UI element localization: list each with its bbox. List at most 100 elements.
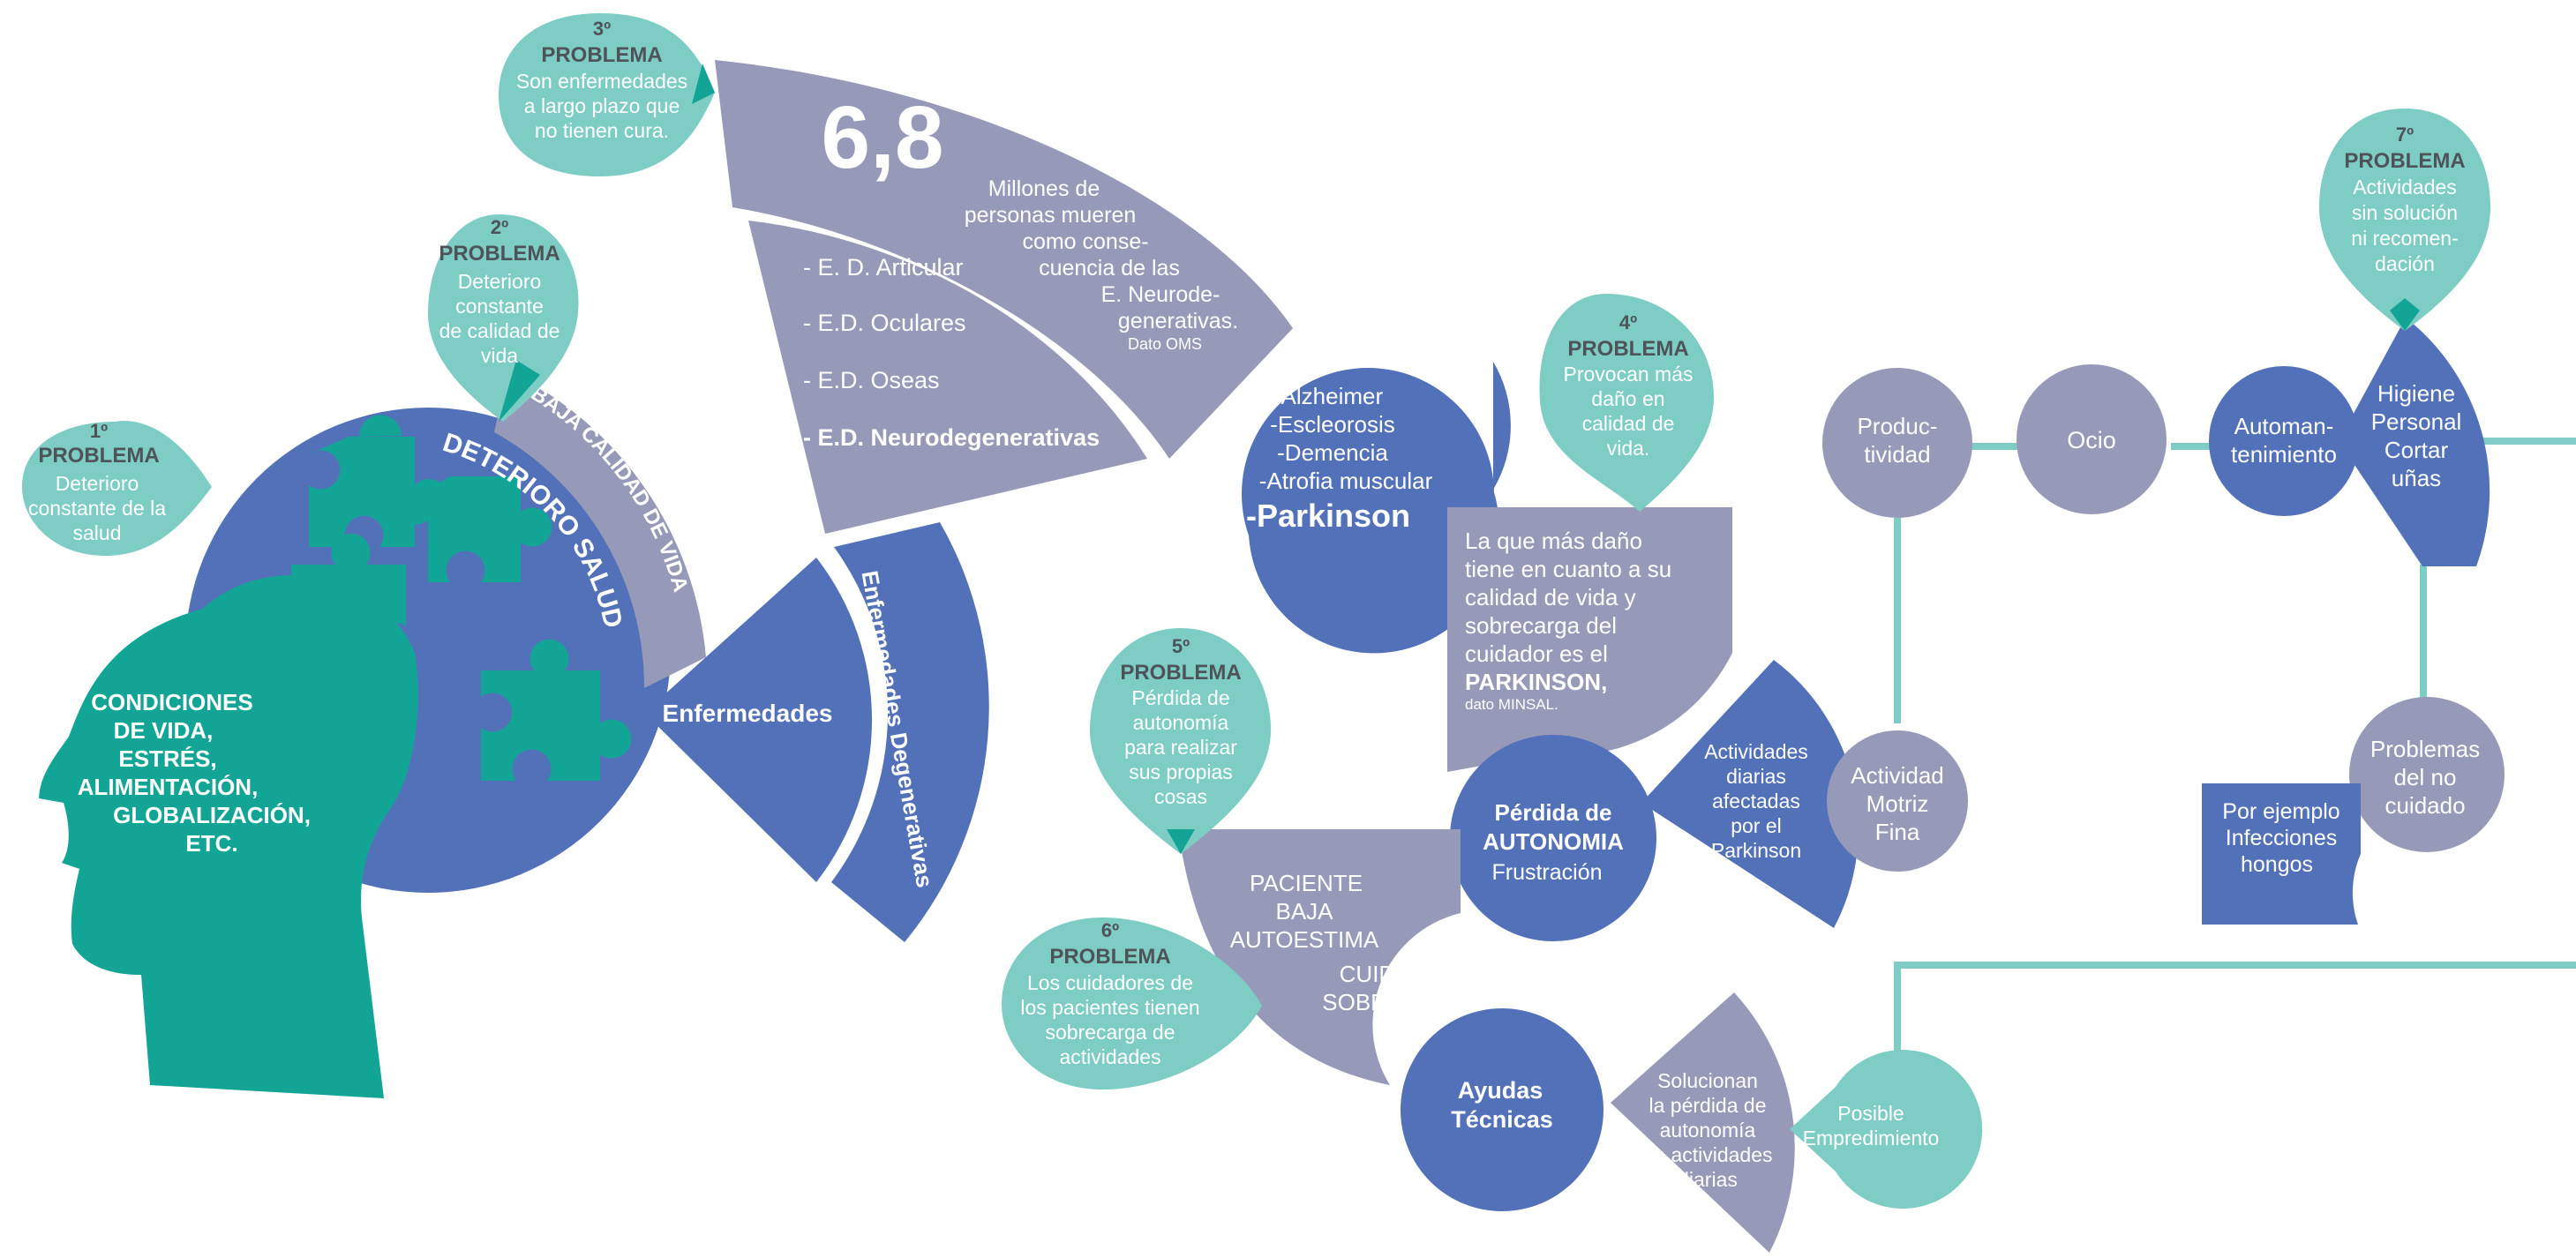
conditions-line: DE VIDA,: [114, 717, 214, 744]
higiene-wedge: [2339, 318, 2490, 566]
ejemplo-line: Infecciones: [2226, 826, 2337, 850]
problem-line: Provocan más: [1563, 363, 1693, 386]
problem-bubble-7: 7º PROBLEMA Actividades sin solución ni …: [2319, 109, 2490, 331]
actividades-line: diarias: [1726, 765, 1786, 788]
perdida-sub: Frustración: [1491, 860, 1602, 885]
problem-line: para realizar: [1124, 736, 1237, 759]
problem-title: PROBLEMA: [38, 444, 159, 468]
stat-source: Dato OMS: [1128, 335, 1202, 353]
stat-line: Millones de: [988, 176, 1100, 201]
problem-line: Deterioro: [56, 472, 139, 495]
problem-number: 4º: [1619, 311, 1637, 333]
problem-number: 6º: [1101, 919, 1119, 941]
parkinson-note-text: La que más daño tiene en cuanto a su cal…: [1465, 528, 1671, 713]
problem-title: PROBLEMA: [2344, 149, 2465, 173]
automantenimiento-text: Automan- tenimiento: [2231, 413, 2337, 468]
ayudas-line: Técnicas: [1451, 1106, 1553, 1133]
conditions-line: CONDICIONES: [91, 689, 252, 715]
automantenimiento-line: Automan-: [2234, 413, 2334, 439]
problem-line: sobrecarga de: [1045, 1021, 1175, 1044]
stat-line: personas mueren: [965, 203, 1137, 228]
conditions-line: GLOBALIZACIÓN,: [113, 802, 311, 828]
problem-line: Actividades: [2353, 176, 2457, 198]
neuro-item: -Demencia: [1277, 439, 1388, 466]
problem-bubble-3: 3º PROBLEMA Son enfermedades a largo pla…: [499, 13, 715, 176]
problem-number: 3º: [593, 18, 611, 40]
ejemplo-line: hongos: [2241, 852, 2313, 877]
ayudas-tecnicas-text: Ayudas Técnicas: [1451, 1077, 1553, 1133]
parkinson-note-source: dato MINSAL.: [1465, 696, 1558, 713]
problem-bubble-5: 5º PROBLEMA Pérdida de autonomía para re…: [1090, 628, 1271, 854]
paciente-line: AUTOESTIMA: [1230, 926, 1379, 953]
problem-title: PROBLEMA: [1049, 945, 1170, 969]
conditions-line: ALIMENTACIÓN,: [78, 774, 259, 800]
puzzle-pieces: [265, 415, 632, 781]
problem-line: Son enfermedades: [516, 70, 687, 93]
actividad-motriz-line: Fina: [1875, 819, 1920, 845]
actividades-diarias-wedge: [1641, 660, 1859, 928]
paciente-card: [1178, 829, 1461, 1085]
actividades-diarias-text: Actividades diarias afectadas por el Par…: [1704, 740, 1808, 862]
conditions-text: CONDICIONES DE VIDA, ESTRÉS, ALIMENTACIÓ…: [78, 689, 311, 857]
problem-bubble-1: 1º PROBLEMA Deterioro constante de la sa…: [22, 420, 212, 556]
problem-line: los pacientes tienen: [1020, 996, 1199, 1019]
automantenimiento-circle: [2209, 366, 2359, 516]
problem-title: PROBLEMA: [439, 242, 560, 266]
paciente-line: BAJA: [1275, 898, 1333, 925]
parkinson-note-line: sobrecarga del: [1465, 612, 1617, 639]
problemas-no-cuidado-text: Problemas del no cuidado: [2370, 736, 2480, 819]
problem-bubble-shape: [1539, 294, 1714, 512]
neuro-circle-fill: [1242, 368, 1494, 620]
perdida-autonomia-circle: [1450, 735, 1656, 941]
parkinson-label: -Parkinson: [1246, 498, 1410, 534]
disease-type-item: - E.D. Oculares: [803, 310, 966, 336]
higiene-line: Personal: [2371, 408, 2462, 435]
neuro-item: -Escleorosis: [1270, 411, 1395, 438]
problem-pointer: [2390, 298, 2420, 331]
problemas-no-cuidado-line: Problemas: [2370, 736, 2480, 762]
problem-line: no tienen cura.: [535, 119, 669, 142]
problem-bubble-shape: [499, 13, 715, 176]
ocio-circle: [2016, 364, 2167, 514]
stat-line: cuencia de las: [1039, 256, 1180, 281]
solucionan-line: la pérdida de: [1649, 1094, 1767, 1117]
problem-pointer: [692, 64, 715, 104]
productividad-line: Produc-: [1857, 413, 1937, 439]
problem-line: calidad de: [1582, 412, 1675, 435]
problem-line: vida: [481, 344, 518, 367]
cuidador-line: SOBRECARGA: [1322, 989, 1484, 1015]
problem-line: a largo plazo que: [524, 94, 680, 117]
ayudas-line: Ayudas: [1458, 1077, 1543, 1104]
solucionan-line: diarias: [1678, 1168, 1738, 1191]
ejemplo-line: Por ejemplo: [2222, 799, 2339, 824]
parkinson-note-highlight: PARKINSON,: [1465, 669, 1607, 695]
problem-bubble-6: 6º PROBLEMA Los cuidadores de los pacien…: [1002, 917, 1262, 1090]
neuro-item: -Atrofia muscular: [1259, 468, 1433, 494]
actividades-line: Actividades: [1704, 740, 1808, 763]
stat-line: generativas.: [1118, 309, 1238, 333]
problem-number: 2º: [491, 216, 508, 238]
problem-line: sin solución: [2352, 201, 2458, 224]
automantenimiento-line: tenimiento: [2231, 441, 2337, 468]
problem-bubble-shape: [1002, 917, 1262, 1090]
problem-line: cosas: [1154, 785, 1207, 808]
parkinson-note-line: cuidador es el: [1465, 640, 1608, 667]
neuro-list: -Alzheimer -Escleorosis -Demencia -Atrof…: [1246, 383, 1433, 534]
baja-calidad-band: [494, 371, 706, 688]
problem-line: constante de la: [28, 497, 166, 520]
disease-type-item: - E.D. Oseas: [803, 367, 940, 393]
solucionan-wedge: [1611, 992, 1795, 1253]
problem-bubble-shape: [428, 214, 579, 422]
emprendimiento-text: Posible Empredimiento: [1803, 1102, 1940, 1149]
solucionan-line: Solucionan: [1657, 1069, 1758, 1092]
productividad-text: Produc- tividad: [1857, 413, 1937, 468]
problem-title: PROBLEMA: [1567, 337, 1688, 361]
problem-pointer: [499, 360, 540, 422]
ocio-label: Ocio: [2067, 427, 2116, 453]
parkinson-note-line: tiene en cuanto a su: [1465, 556, 1671, 582]
cuidador-line: CUIDADOR: [1340, 961, 1462, 987]
problem-line: salud: [73, 521, 122, 544]
actividad-motriz-line: Motriz: [1866, 790, 1929, 817]
solucionan-line: de actividades: [1642, 1143, 1772, 1166]
